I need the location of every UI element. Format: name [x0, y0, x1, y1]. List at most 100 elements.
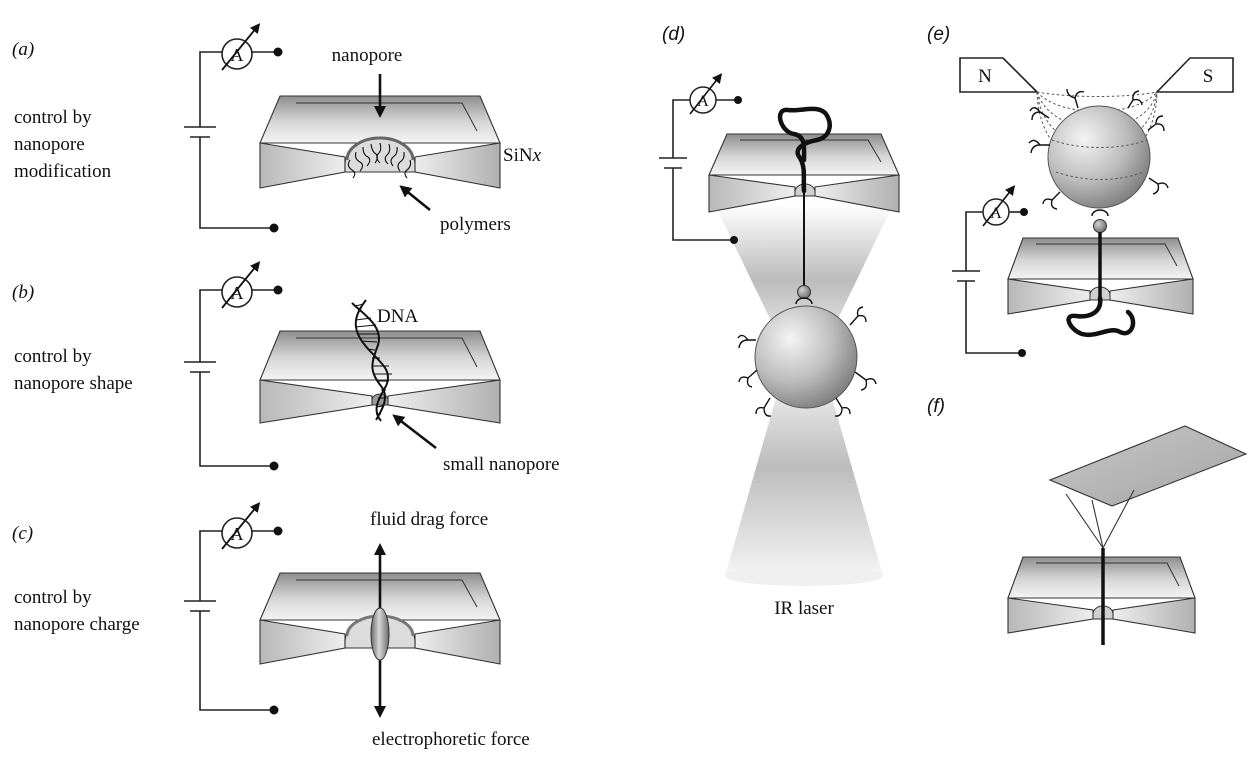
panel-f-letter: (f) — [927, 396, 945, 417]
bead-field-overlay — [1051, 139, 1148, 180]
panel-d-letter: (d) — [662, 24, 685, 45]
panel-e-letter: (e) — [927, 24, 950, 45]
terminal-dot — [269, 705, 279, 715]
sinx-label: SiNx — [503, 145, 542, 166]
magnet-south-icon — [1155, 57, 1234, 93]
terminal-dot — [273, 526, 283, 536]
panel-c-caption: control by nanopore charge — [14, 587, 140, 635]
membrane-right-face — [414, 619, 501, 665]
linker-bead — [1093, 219, 1107, 233]
afm-tip — [1065, 489, 1135, 549]
membrane-left-face — [259, 379, 373, 424]
membrane-left-face — [1007, 597, 1094, 634]
terminal-dot — [1020, 208, 1028, 216]
beam-lower-cone — [725, 356, 883, 576]
linker-cup — [1091, 209, 1109, 217]
panel-a-letter: (a) — [12, 39, 34, 60]
optical-trap-bead — [754, 305, 858, 409]
panel-b-caption: control by nanopore shape — [14, 346, 133, 394]
terminal-dot — [269, 223, 279, 233]
circuit-wire — [199, 530, 274, 711]
variable-arrow-icon — [221, 502, 261, 550]
bead-receptors — [737, 306, 877, 417]
dna-helix-icon — [351, 299, 392, 422]
panel-b-letter: (b) — [12, 282, 34, 303]
magnet-north-icon — [959, 57, 1039, 93]
variable-arrow-icon — [221, 261, 261, 309]
ammeter-label: A — [231, 283, 244, 303]
circuit-wire — [199, 51, 274, 229]
ir-laser-label: IR laser — [774, 598, 834, 619]
ammeter-label: A — [990, 205, 1002, 222]
linker-cup — [795, 297, 813, 305]
magnet-north: N — [959, 57, 1039, 93]
polymers-label: polymers — [440, 214, 511, 235]
terminal-dot — [269, 461, 279, 471]
magnetic-bead — [1047, 105, 1151, 209]
linker-bead — [797, 285, 811, 299]
membrane-left-face — [259, 619, 346, 665]
panel-d: (d) A — [659, 24, 900, 619]
magnet-south-label: S — [1203, 66, 1214, 87]
membrane-b: DNA small nanopore — [259, 299, 560, 475]
membrane-inner-edge — [296, 337, 478, 368]
terminal-dot — [273, 285, 283, 295]
dna-strand-lower — [1066, 295, 1136, 338]
beam-base — [725, 566, 883, 586]
magnet-north-label: N — [978, 66, 992, 87]
ammeter-label: A — [697, 93, 709, 110]
small-nanopore-arrow — [392, 414, 437, 450]
terminal-dot — [734, 96, 742, 104]
polymers-arrow — [399, 185, 431, 212]
panel-a-caption: control by nanopore modification — [14, 107, 112, 182]
membrane-top — [259, 95, 501, 144]
magnet-south: S — [1155, 57, 1234, 93]
polymer-brush — [347, 142, 412, 179]
membrane-inner-edge — [740, 139, 882, 163]
fluid-drag-force-label: fluid drag force — [370, 509, 488, 530]
panel-e: (e) N S — [927, 24, 1234, 357]
circuit-d: A — [659, 73, 742, 244]
variable-arrow-icon — [689, 73, 723, 115]
afm-cantilever — [1048, 425, 1248, 507]
panel-b: (b) control by nanopore shape A — [12, 261, 560, 475]
circuit-b: A — [184, 261, 283, 471]
magnetic-bead-receptors — [1028, 88, 1169, 210]
membrane-top — [259, 330, 501, 381]
membrane-left-face — [259, 142, 346, 189]
electrophoretic-force-label: electrophoretic force — [372, 729, 530, 750]
nanopore-label: nanopore — [332, 45, 403, 66]
membrane-right-face — [414, 142, 501, 189]
circuit-a: A — [184, 23, 283, 233]
membrane-c: fluid drag force electrophoretic force — [259, 509, 530, 750]
terminal-dot — [1018, 349, 1026, 357]
variable-arrow-icon — [982, 185, 1016, 227]
ammeter-label: A — [231, 524, 244, 544]
membrane-inner-edge — [296, 579, 478, 608]
membrane-inner-edge — [296, 102, 478, 132]
dna-label: DNA — [377, 306, 418, 327]
circuit-wire — [199, 289, 274, 467]
pore-rim — [345, 136, 415, 161]
terminal-dot — [273, 47, 283, 57]
membrane-a: SiNx nanopore polymers — [259, 45, 542, 235]
small-nanopore-label: small nanopore — [443, 454, 560, 475]
panel-a: (a) control by nanopore modification A — [12, 23, 542, 235]
circuit-e: A — [952, 185, 1028, 357]
membrane-right-face — [1109, 278, 1194, 315]
membrane-left-face — [1007, 278, 1091, 315]
membrane-right-face — [1112, 597, 1196, 634]
panel-c-letter: (c) — [12, 523, 33, 544]
circuit-wire — [965, 211, 1022, 354]
panel-f: (f) — [927, 396, 1248, 645]
dna-strand-upper — [777, 106, 832, 194]
circuit-wire — [672, 99, 734, 241]
terminal-dot — [730, 236, 738, 244]
charged-molecule — [370, 607, 390, 661]
ammeter-label: A — [231, 45, 244, 65]
circuit-c: A — [184, 502, 283, 715]
membrane-inner-edge — [1036, 243, 1178, 267]
membrane-d — [708, 133, 900, 213]
variable-arrow-icon — [221, 23, 261, 71]
